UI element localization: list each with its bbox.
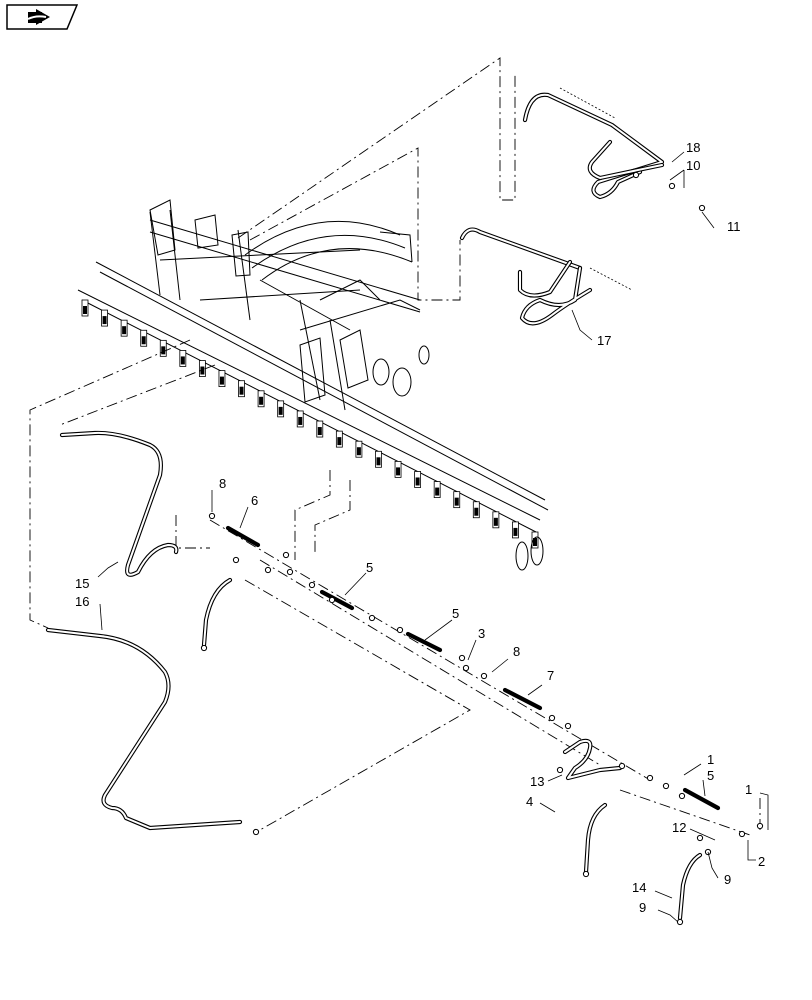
- fitting: [698, 204, 706, 212]
- fitting: [618, 762, 626, 770]
- fitting: [738, 830, 746, 838]
- fitting: [678, 792, 686, 800]
- callout-labels: 18 10 11 17 8 6 15 16 5 5 3 8 7 1 5 13 4…: [75, 140, 765, 915]
- row-unit-shank: [454, 497, 459, 506]
- callout-14[interactable]: 14: [632, 880, 646, 895]
- callout-8-upper[interactable]: 8: [219, 476, 226, 491]
- tube-18: [522, 87, 665, 200]
- fitting: [396, 626, 404, 634]
- row-unit-shank: [219, 376, 224, 385]
- fittings: [200, 171, 764, 926]
- callout-13[interactable]: 13: [530, 774, 544, 789]
- callout-7[interactable]: 7: [547, 668, 554, 683]
- row-unit-shank: [513, 527, 518, 536]
- tube-13: [562, 738, 623, 781]
- fitting: [696, 834, 704, 842]
- tube-16: [45, 627, 243, 831]
- fitting: [308, 581, 316, 589]
- row-unit-shank: [376, 457, 381, 466]
- fitting: [462, 664, 470, 672]
- callout-3[interactable]: 3: [478, 626, 485, 641]
- callout-6[interactable]: 6: [251, 493, 258, 508]
- callout-2[interactable]: 2: [758, 854, 765, 869]
- fitting: [676, 918, 684, 926]
- fitting: [282, 551, 290, 559]
- row-unit-shank: [533, 538, 537, 546]
- row-unit-shank: [415, 477, 420, 486]
- fitting: [668, 182, 676, 190]
- row-unit-shank: [122, 326, 127, 335]
- row-unit-shank: [474, 507, 479, 516]
- fitting: [252, 828, 260, 836]
- row-unit-shank: [278, 406, 283, 415]
- callout-11[interactable]: 11: [727, 219, 741, 234]
- fitting: [458, 654, 466, 662]
- fitting: [556, 766, 564, 774]
- wheels: [372, 345, 544, 571]
- fitting: [200, 644, 208, 652]
- fitting: [480, 672, 488, 680]
- row-unit-shank: [356, 447, 361, 456]
- callout-15[interactable]: 15: [75, 576, 89, 591]
- row-unit-shank: [337, 437, 342, 446]
- row-unit-shank: [180, 356, 185, 365]
- callout-4[interactable]: 4: [526, 794, 533, 809]
- bar-tubes: [225, 525, 721, 811]
- callout-1-b[interactable]: 1: [745, 782, 752, 797]
- callout-leaders: [97, 151, 769, 923]
- row-unit-shank: [493, 517, 498, 526]
- fitting: [564, 722, 572, 730]
- row-unit-shank: [102, 316, 107, 325]
- fitting: [548, 714, 556, 722]
- hoses: [201, 577, 703, 921]
- fitting: [232, 556, 240, 564]
- leader-lines: [29, 57, 761, 836]
- callout-5-c[interactable]: 5: [707, 768, 714, 783]
- tube-15: [59, 430, 179, 577]
- tube-17: [459, 227, 633, 326]
- row-unit-shank: [435, 487, 440, 496]
- fitting: [632, 171, 640, 179]
- fitting: [368, 614, 376, 622]
- fitting: [264, 566, 272, 574]
- row-unit-shank: [298, 416, 303, 425]
- row-unit-shank: [141, 336, 146, 345]
- fitting: [208, 512, 216, 520]
- callout-1-a[interactable]: 1: [707, 752, 714, 767]
- row-unit-shank: [317, 427, 322, 436]
- row-units: [81, 299, 539, 549]
- row-unit-shank: [161, 346, 166, 355]
- callout-5-b[interactable]: 5: [452, 606, 459, 621]
- callout-9-a[interactable]: 9: [724, 872, 731, 887]
- fitting: [662, 782, 670, 790]
- fitting: [328, 596, 336, 604]
- callout-8-lower[interactable]: 8: [513, 644, 520, 659]
- callout-5-a[interactable]: 5: [366, 560, 373, 575]
- callout-12[interactable]: 12: [672, 820, 686, 835]
- next-page-arrow-icon: [27, 9, 50, 25]
- row-unit-shank: [259, 396, 264, 405]
- row-unit-shank: [83, 306, 87, 314]
- row-unit-shank: [239, 386, 244, 395]
- callout-10[interactable]: 10: [686, 158, 700, 173]
- fitting: [582, 870, 590, 878]
- callout-17[interactable]: 17: [597, 333, 611, 348]
- callout-16[interactable]: 16: [75, 594, 89, 609]
- fitting: [756, 822, 764, 830]
- row-unit-shank: [200, 366, 205, 375]
- machine-frame: [77, 199, 549, 533]
- row-unit-shank: [396, 467, 401, 476]
- callout-9-b[interactable]: 9: [639, 900, 646, 915]
- callout-18[interactable]: 18: [686, 140, 700, 155]
- fitting: [286, 568, 294, 576]
- next-page-button[interactable]: [6, 4, 78, 30]
- fitting: [646, 774, 654, 782]
